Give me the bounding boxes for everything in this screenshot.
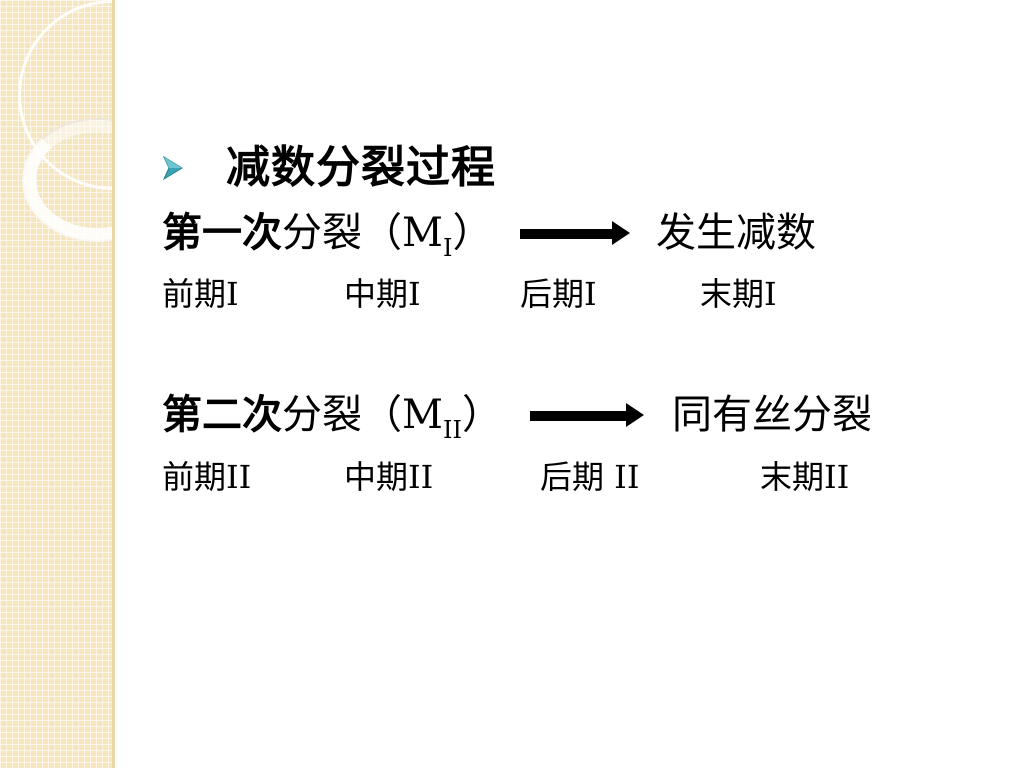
arrow-head xyxy=(612,221,630,245)
second-division-bold-label: 第二次 xyxy=(162,391,282,438)
slide-content: 减数分裂过程 第一次分裂（MI） 发生减数 前期I 中期I 后期I 末期I 第二… xyxy=(162,0,982,768)
arrow-shaft xyxy=(530,411,628,421)
phase-item: 后期 II xyxy=(540,458,640,496)
first-division-row: 第一次分裂（MI） 发生减数 xyxy=(162,205,816,262)
second-division-label: 分裂（M xyxy=(282,392,443,438)
first-division-result: 发生减数 xyxy=(656,210,816,256)
first-division-label: 分裂（M xyxy=(282,210,443,256)
first-division-close: ） xyxy=(452,210,493,256)
phase-item: 前期II xyxy=(162,458,252,496)
right-arrow-icon xyxy=(530,403,644,427)
arrow-head xyxy=(626,403,644,427)
second-division-row: 第二次分裂（MII） 同有丝分裂 xyxy=(162,387,872,444)
arrow-shaft xyxy=(520,229,614,239)
arrow-bullet-icon xyxy=(162,155,183,181)
phase-item: 中期I xyxy=(344,275,421,313)
strip-edge-divider xyxy=(112,0,115,768)
heading-row: 减数分裂过程 xyxy=(162,140,496,196)
phase-item: 前期I xyxy=(162,275,239,313)
decorative-side-strip xyxy=(0,0,114,768)
right-arrow-icon xyxy=(520,221,630,245)
phase-item: 末期I xyxy=(700,275,777,313)
phase-item: 中期II xyxy=(344,458,434,496)
first-division-bold-label: 第一次 xyxy=(162,209,282,256)
second-division-close: ） xyxy=(461,392,502,438)
slide-heading: 减数分裂过程 xyxy=(226,142,496,193)
first-division-subscript: I xyxy=(442,234,453,262)
phase-item: 后期I xyxy=(520,275,597,313)
second-division-result: 同有丝分裂 xyxy=(672,392,872,438)
second-division-subscript: II xyxy=(442,416,462,444)
phase-item: 末期II xyxy=(760,458,850,496)
